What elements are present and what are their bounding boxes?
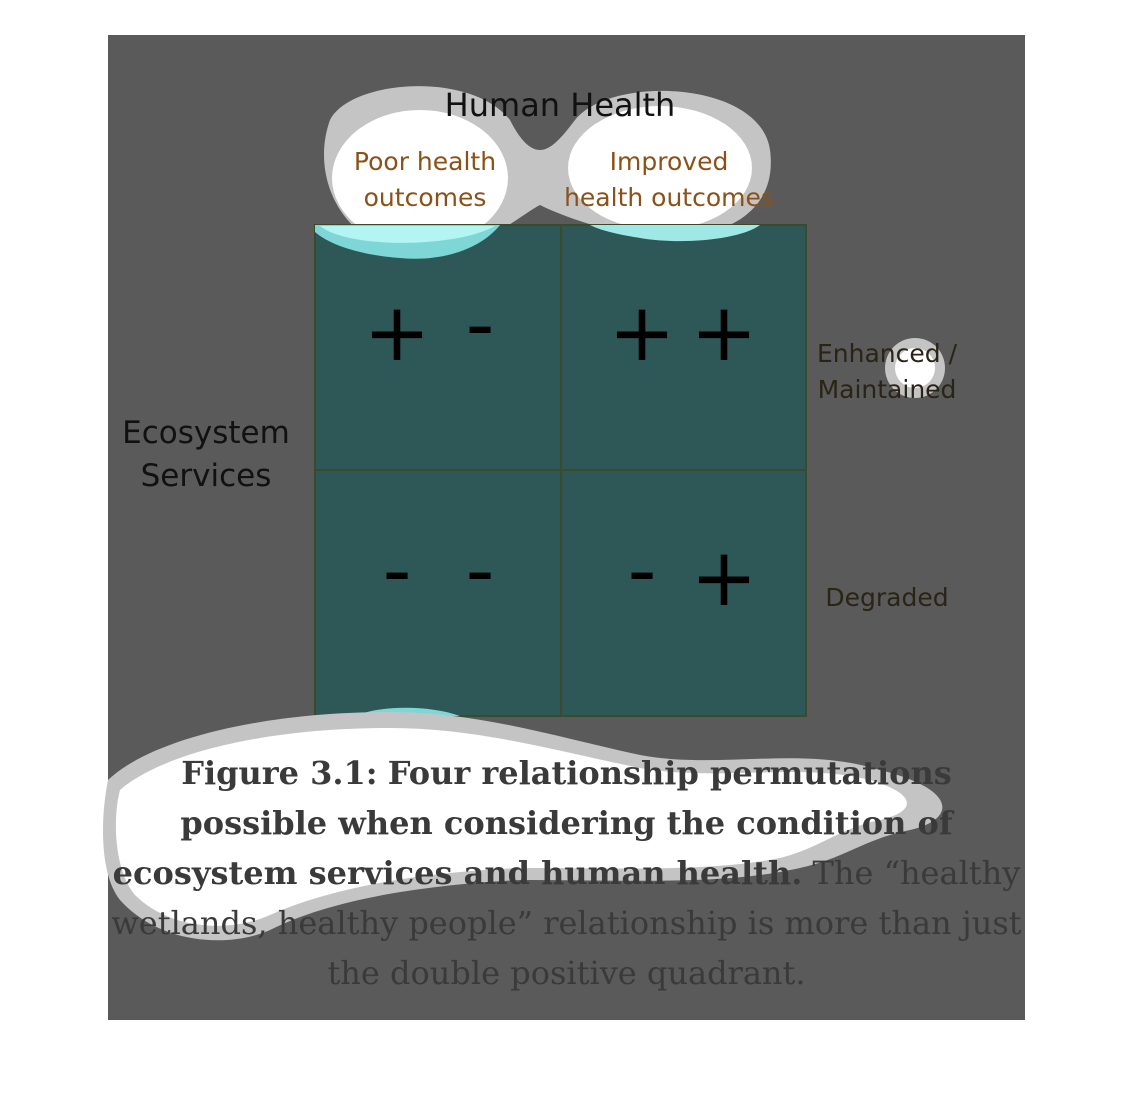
- grid-glare-top-right: [590, 225, 760, 242]
- row-axis-label-line1: Ecosystem: [122, 415, 290, 451]
- grid-glare-top-left-inner: [320, 226, 495, 243]
- caption-bold-text: Four relationship permutations possible …: [112, 754, 953, 892]
- q3-ecosystem-symbol: -: [383, 524, 412, 617]
- q4-health-symbol: +: [690, 531, 757, 624]
- figure-caption: Figure 3.1: Four relationship permutatio…: [108, 748, 1025, 998]
- caption-figure-label: Figure 3.1:: [181, 754, 378, 792]
- q4-ecosystem-symbol: -: [628, 524, 657, 617]
- row-label-degraded: Degraded: [825, 583, 948, 612]
- quadrant-grid: [314, 224, 807, 717]
- row-label-enhanced-line2: Maintained: [818, 375, 957, 404]
- row-axis-label: Ecosystem Services: [122, 415, 290, 494]
- column-label-improved-line2: health outcomes: [564, 183, 774, 212]
- glare-decoration: [324, 86, 945, 398]
- column-label-improved-line1: Improved: [610, 147, 729, 176]
- row-label-enhanced-line1: Enhanced /: [817, 339, 958, 368]
- quadrant-symbols: + - + + - - - +: [363, 278, 757, 624]
- row-axis-label-line2: Services: [141, 458, 272, 494]
- column-labels: Poor health outcomes Improved health out…: [354, 147, 774, 212]
- row-labels: Enhanced / Maintained Degraded: [817, 339, 958, 612]
- caption-regular-text: The “healthy wetlands, healthy people” r…: [111, 854, 1022, 992]
- q1-ecosystem-symbol: +: [363, 286, 430, 379]
- column-label-poor-line2: outcomes: [364, 183, 487, 212]
- q1-health-symbol: -: [466, 278, 495, 371]
- q2-ecosystem-symbol: +: [608, 286, 675, 379]
- column-label-poor-line1: Poor health: [354, 147, 496, 176]
- q2-health-symbol: +: [690, 286, 757, 379]
- diagram-title: Human Health: [445, 86, 676, 124]
- q3-health-symbol: -: [466, 524, 495, 617]
- caption-glare: [103, 712, 943, 941]
